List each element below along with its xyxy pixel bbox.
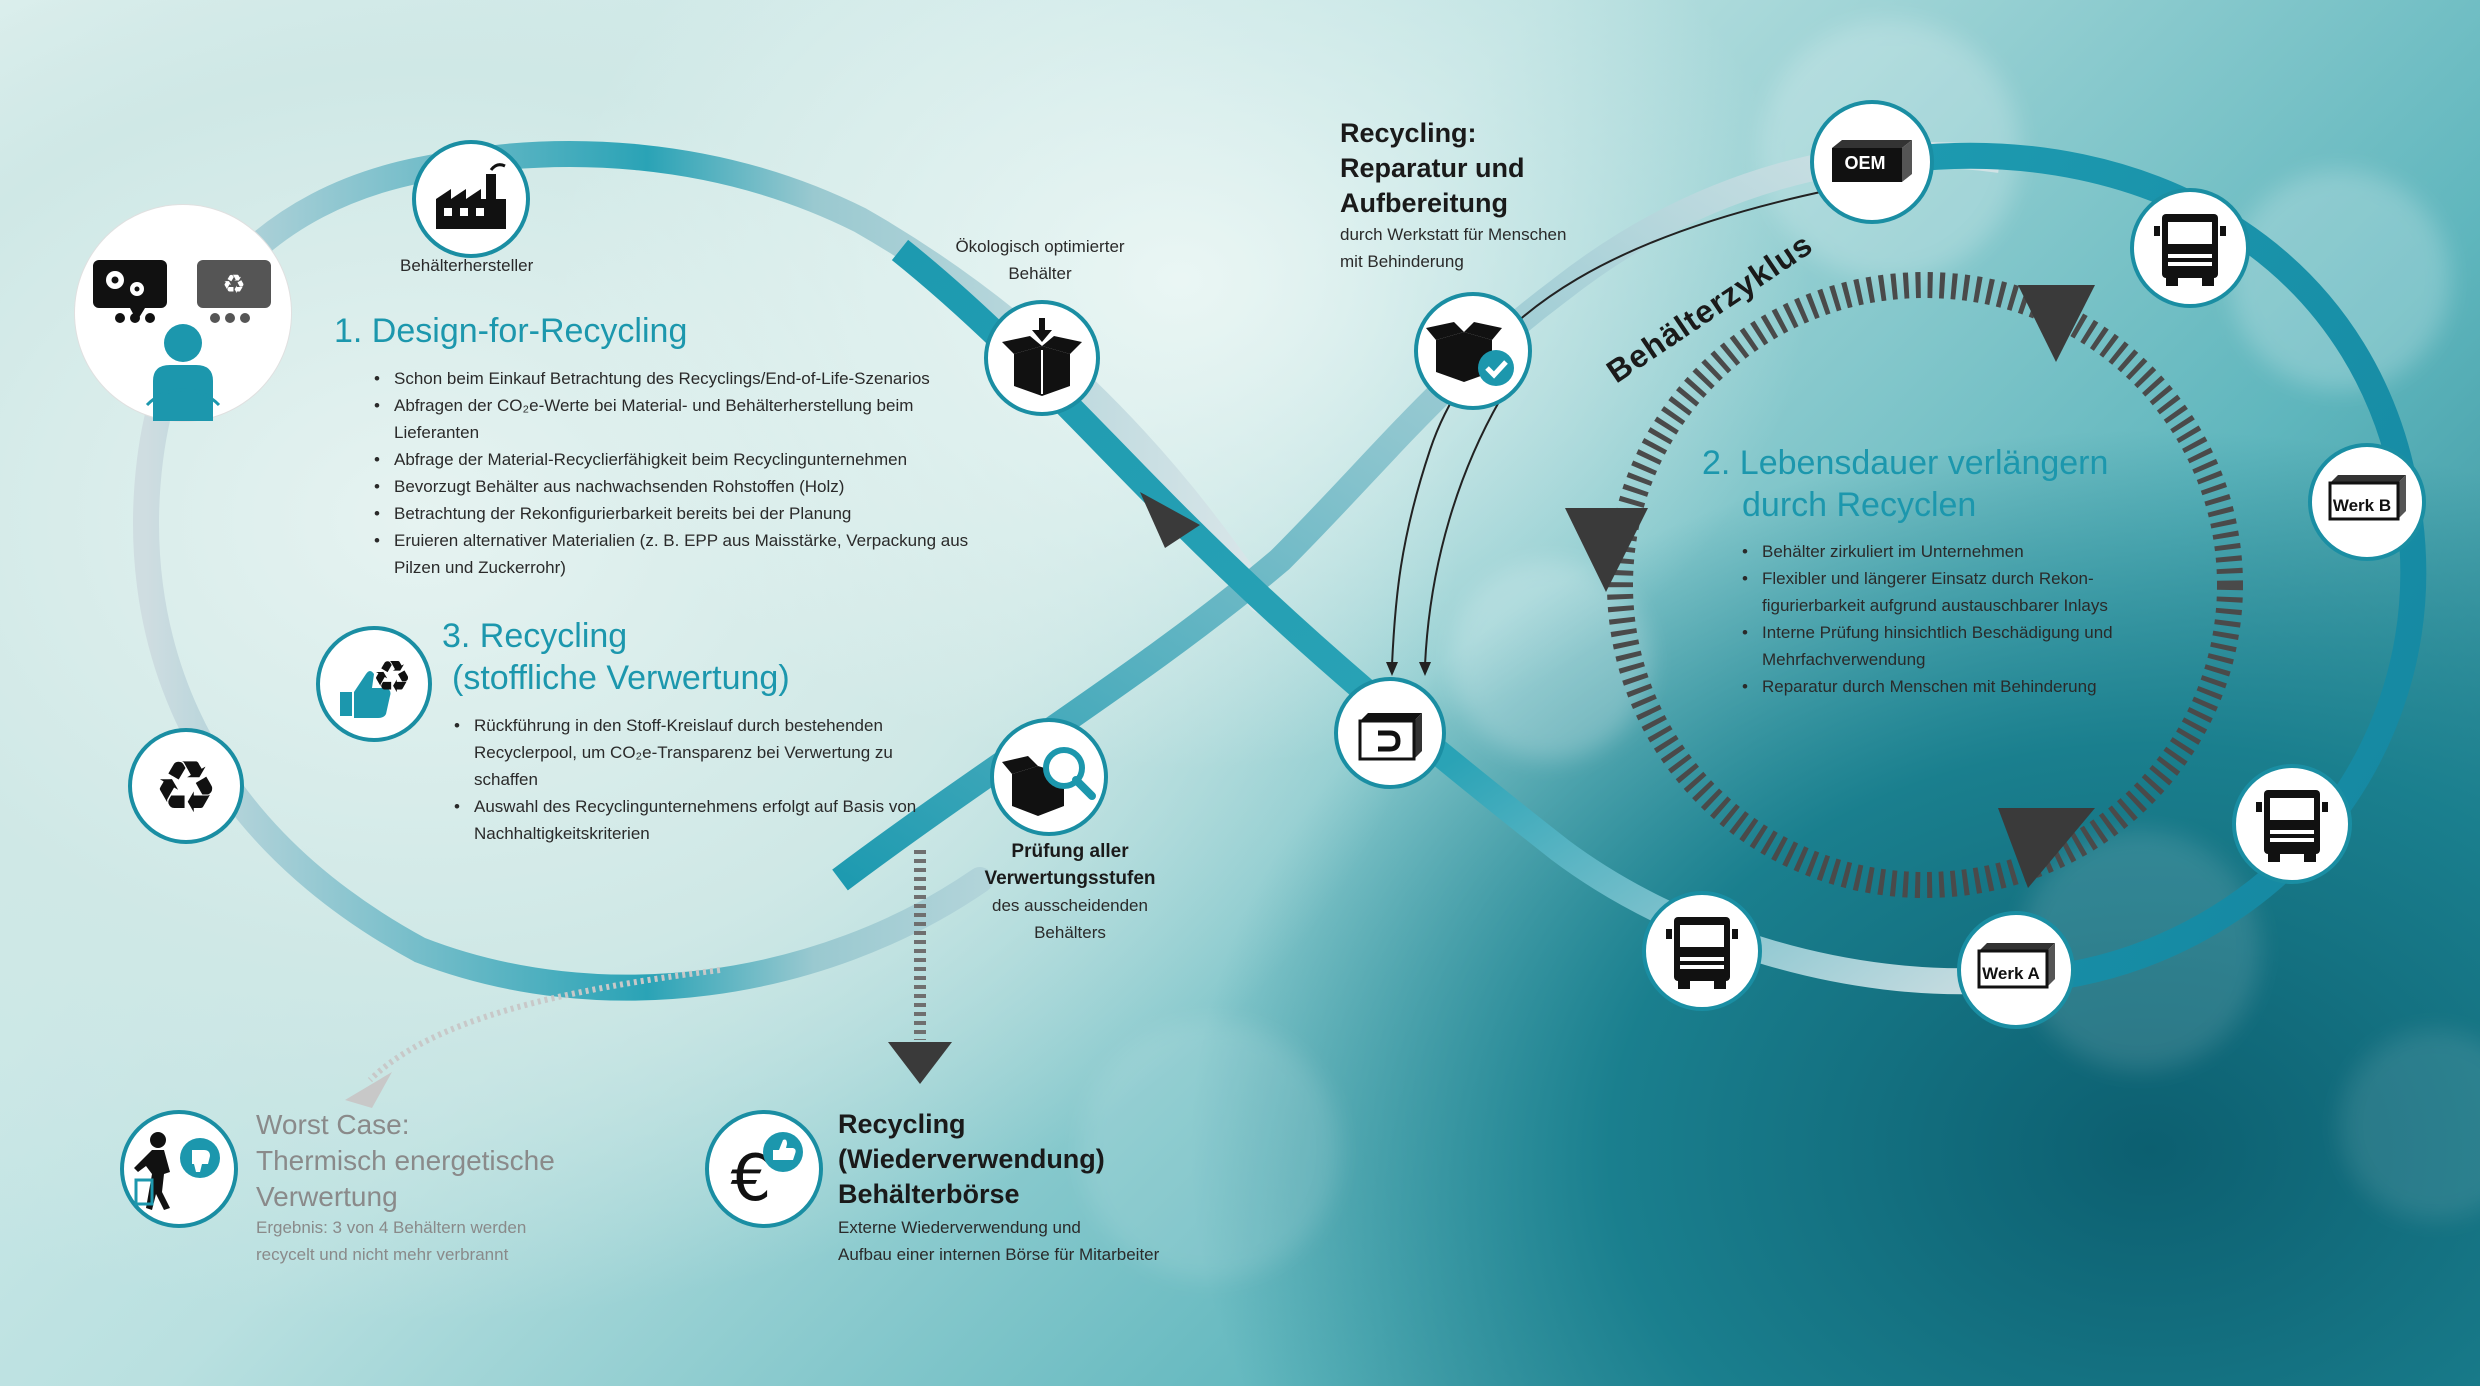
plant-a-label: Werk A <box>1982 964 2040 983</box>
design-for-recycling-title: 1. Design-for-Recycling <box>334 312 688 350</box>
recycling-material-bullets: Rückführung in den Stoff-Kreislauf durch… <box>452 712 932 847</box>
bullet: Eruieren alternativer Materialien (z. B.… <box>372 527 982 581</box>
recycle-circle: ♻ <box>128 728 244 844</box>
euro-thumbs-up-icon: € <box>731 1132 803 1216</box>
worst-case-arrow-head <box>345 1072 392 1108</box>
manufacturer-label: Behälterhersteller <box>400 256 534 275</box>
bullet: Betrachtung der Rekonfigurierbarkeit ber… <box>372 500 982 527</box>
line-arrow-head <box>1419 662 1431 676</box>
bullet: Auswahl des Recyclingunternehmens erfolg… <box>452 793 932 847</box>
optimized-container-circle <box>984 300 1100 416</box>
optimized-container-label: Ökologisch optimierter Behälter <box>955 237 1125 283</box>
cycle-arrow-bottom <box>1998 808 2095 888</box>
bokeh-light <box>1080 1020 1340 1280</box>
svg-text:♻: ♻ <box>154 745 219 829</box>
inspection-label: Prüfung aller Verwertungsstufen des auss… <box>984 841 1156 942</box>
dotted-arrow-worst-case <box>367 967 721 1083</box>
factory-circle <box>412 140 530 258</box>
repair-return-line <box>1424 399 1501 666</box>
cycle-arrow-top <box>2018 285 2095 362</box>
repair-subtitle: durch Werkstatt für Menschen mit Behinde… <box>1340 225 1567 271</box>
bokeh-light <box>2340 1030 2480 1220</box>
reuse-title: Recycling (Wiederverwendung) Behälterbör… <box>838 1109 1105 1209</box>
bullet: Rückführung in den Stoff-Kreislauf durch… <box>452 712 932 793</box>
worst-case-circle <box>120 1110 238 1228</box>
truck-circle <box>1642 891 1762 1011</box>
svg-text:♻: ♻ <box>222 270 245 300</box>
oem-label: OEM <box>1844 153 1886 173</box>
bullet: Bevorzugt Behälter aus nachwachsenden Ro… <box>372 473 982 500</box>
repair-circle <box>1414 292 1532 410</box>
bullet: Behälter zirkuliert im Unternehmen <box>1740 538 2160 565</box>
truck-icon <box>2154 214 2226 286</box>
thumbs-up-recycle-icon: ♻ <box>340 652 412 718</box>
factory-icon <box>436 163 506 229</box>
bullet: Abfragen der CO₂e-Werte bei Material- un… <box>372 392 982 446</box>
line-arrow-head <box>1386 662 1398 676</box>
bullet: Flexibler und längerer Einsatz durch Rek… <box>1740 565 2160 619</box>
box-magnifier-icon <box>1002 747 1096 816</box>
trash-thumbs-down-icon <box>134 1132 220 1210</box>
box-with-down-arrow-icon <box>1002 318 1082 396</box>
person-circle: ♻ <box>75 205 291 421</box>
container-cycle-ring <box>1607 272 2243 898</box>
worst-case-subtitle: Ergebnis: 3 von 4 Behältern werden recyc… <box>256 1218 527 1264</box>
truck-circle <box>2130 188 2250 308</box>
plant-b-label: Werk B <box>2332 496 2392 515</box>
lifetime-bullets: Behälter zirkuliert im Unternehmen Flexi… <box>1740 538 2160 700</box>
reuse-circle: € <box>705 1110 823 1228</box>
bullet: Schon beim Einkauf Betrachtung des Recyc… <box>372 365 982 392</box>
plant-a-circle: Werk A <box>1957 911 2075 1029</box>
oem-circle: OEM <box>1810 100 1934 224</box>
box-with-checkmark-icon <box>1426 322 1514 386</box>
thumb-recycle-circle: ♻ <box>316 626 432 742</box>
repair-title: Recycling: Reparatur und Aufbereitung <box>1340 118 1525 218</box>
design-bullets: Schon beim Einkauf Betrachtung des Recyc… <box>372 365 982 581</box>
recycling-material-title: 3. Recycling (stoffliche Verwertung) <box>442 617 790 697</box>
container-circle <box>1334 677 1446 789</box>
worst-case-title: Worst Case: Thermisch energetische Verwe… <box>256 1109 555 1212</box>
person-with-speech-bubbles-icon: ♻ <box>93 260 271 421</box>
cycle-arrow-left <box>1565 508 1648 592</box>
bullet: Interne Prüfung hinsichtlich Beschädigun… <box>1740 619 2160 673</box>
bullet: Abfrage der Material-Recyclierfähigkeit … <box>372 446 982 473</box>
container-icon <box>1832 140 1912 182</box>
svg-text:♻: ♻ <box>372 652 411 703</box>
container-icon <box>2328 475 2406 521</box>
container-icon <box>1977 943 2055 989</box>
bullet: Reparatur durch Menschen mit Behinderung <box>1740 673 2160 700</box>
truck-icon <box>1666 917 1738 989</box>
lifetime-title: 2. Lebensdauer verlängern durch Recyclen <box>1702 444 2109 524</box>
truck-circle <box>2232 764 2352 884</box>
container-icon <box>1358 713 1422 761</box>
truck-icon <box>2256 790 2328 862</box>
flow-arrow-head <box>1140 492 1200 548</box>
reuse-subtitle: Externe Wiederverwendung und Aufbau eine… <box>838 1218 1160 1264</box>
reuse-arrow-head <box>888 1042 952 1084</box>
plant-b-circle: Werk B <box>2308 443 2426 561</box>
inspection-circle <box>990 718 1108 836</box>
recycle-icon: ♻ <box>154 745 219 829</box>
